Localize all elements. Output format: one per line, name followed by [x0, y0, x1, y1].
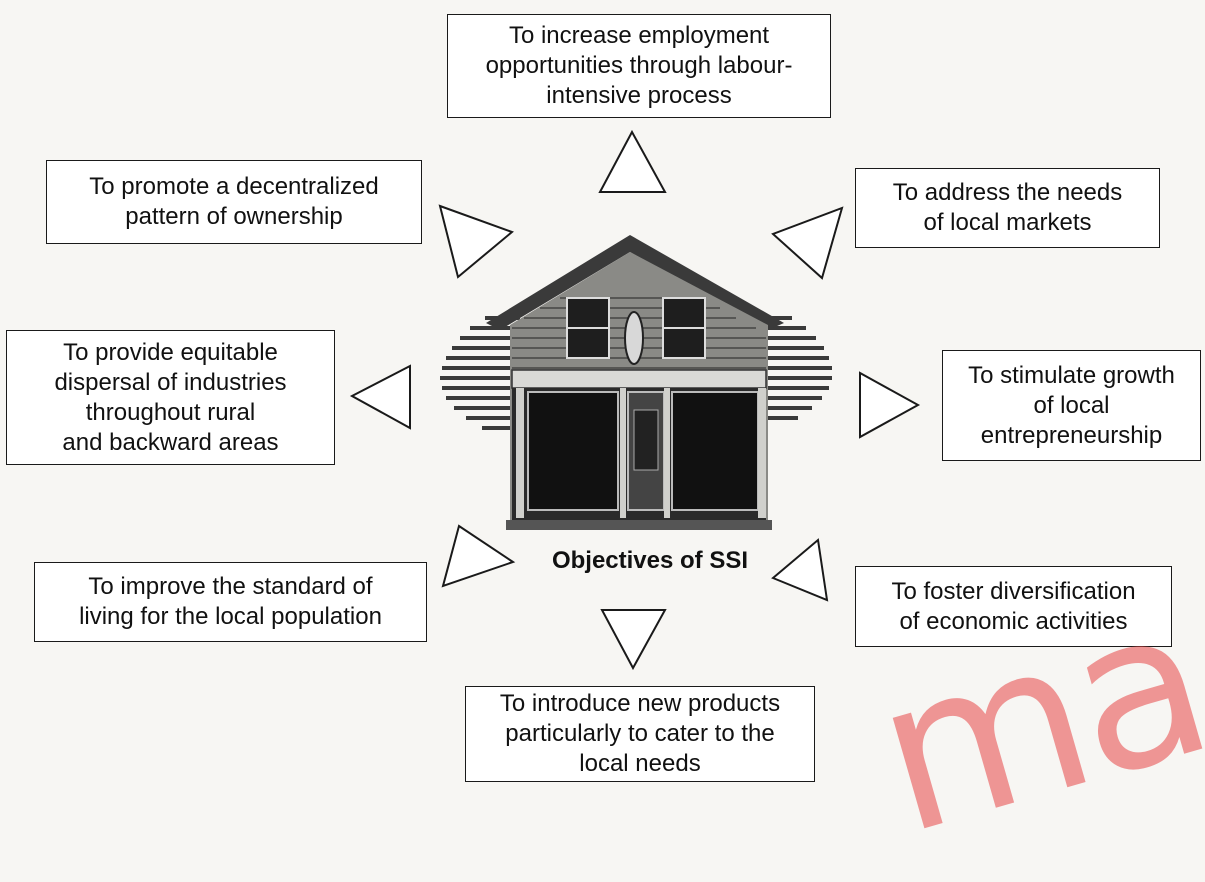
center-label: Objectives of SSI — [551, 547, 749, 574]
arrow-triangle-icon-top-left — [438, 204, 514, 279]
objective-box-bottom-left: To improve the standard of living for th… — [34, 562, 427, 642]
house-illustration — [440, 235, 832, 530]
objective-box-right: To stimulate growth of local entrepreneu… — [942, 350, 1201, 461]
arrow-triangle-icon-top — [598, 129, 667, 193]
arrow-triangle-icon-left — [349, 364, 411, 430]
arrow-triangle-icon-bottom — [600, 609, 667, 671]
arrow-triangle-icon-right — [859, 371, 921, 439]
objective-box-left: To provide equitable dispersal of indust… — [6, 330, 335, 465]
arrow-triangle-icon-bottom-right — [771, 538, 829, 602]
objective-box-bottom: To introduce new products particularly t… — [465, 686, 815, 782]
objective-box-top: To increase employment opportunities thr… — [447, 14, 831, 118]
objective-box-bottom-right: To foster diversification of economic ac… — [855, 566, 1172, 647]
diagram-canvas — [349, 129, 921, 671]
objective-box-top-left: To promote a decentralized pattern of ow… — [46, 160, 422, 244]
arrow-triangle-icon-top-right — [771, 206, 844, 280]
arrow-triangle-icon-bottom-left — [441, 524, 516, 588]
objective-box-top-right: To address the needs of local markets — [855, 168, 1160, 248]
